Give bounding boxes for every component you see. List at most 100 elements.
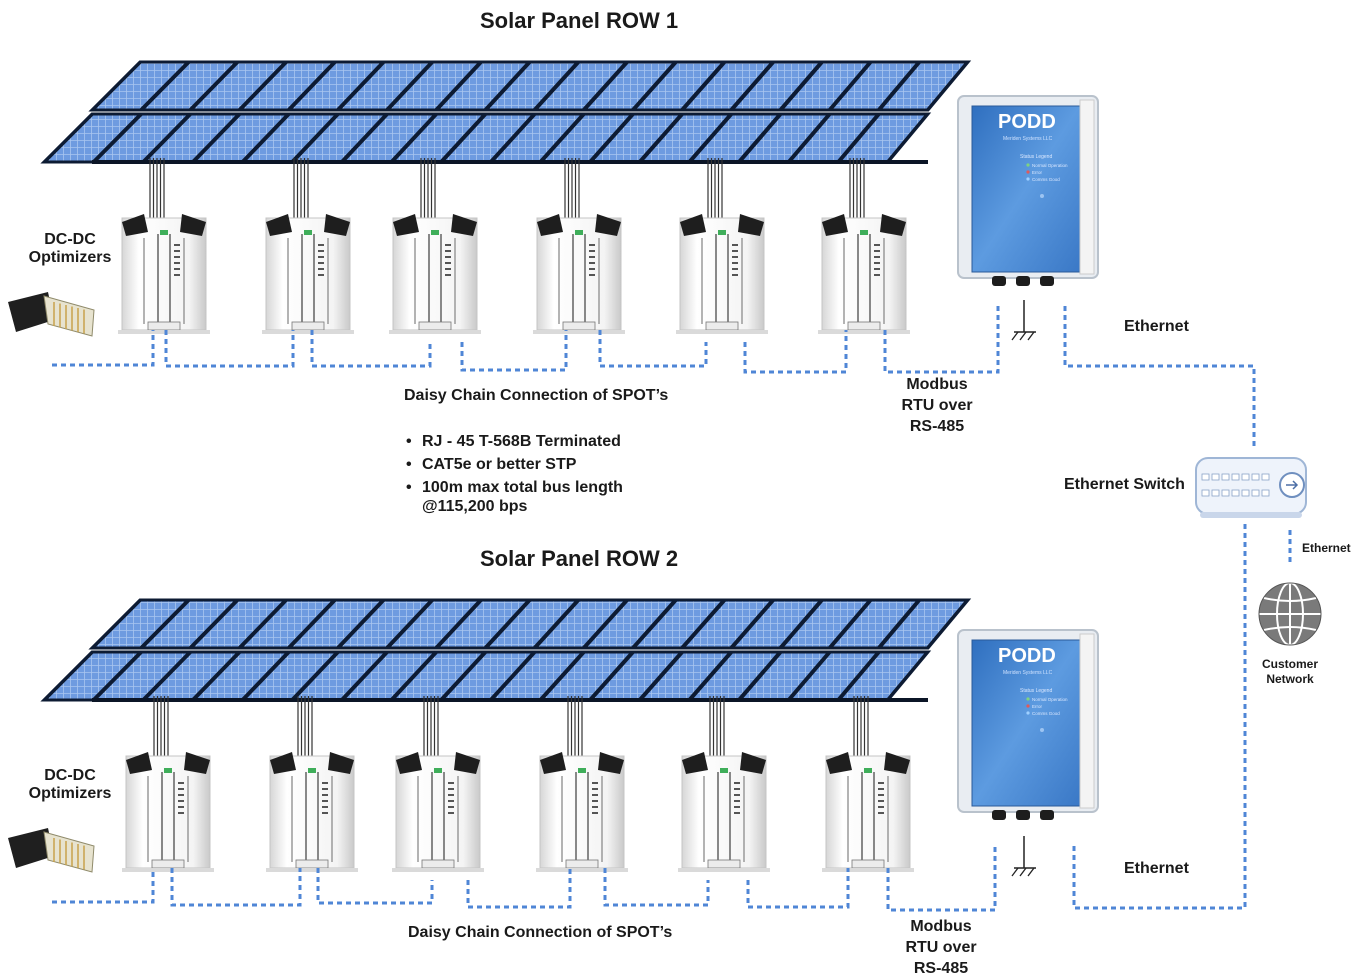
spec-baud-rate: @115,200 bps [422, 498, 528, 515]
rj45-port [562, 321, 596, 331]
legend-dot [1026, 163, 1030, 167]
connector-left [680, 214, 706, 236]
label-mark [592, 794, 598, 796]
modbus-cable [883, 306, 1000, 374]
globe-latitudes [1263, 597, 1317, 631]
label-mark [445, 256, 451, 258]
row-1-optimizers-label: DC-DC Optimizers [22, 231, 118, 267]
ground-hatch [1027, 867, 1035, 877]
label-mark [592, 788, 598, 790]
dc-dc-optimizer [392, 696, 484, 872]
optimizer-body [265, 217, 351, 331]
optimizer-body [395, 755, 481, 869]
label-mark [322, 812, 328, 814]
status-led [164, 768, 172, 773]
optimizer-base [392, 868, 484, 872]
modbus-line-3: RS-485 [913, 960, 969, 977]
modbus-line-1: Modbus [910, 918, 972, 935]
label-mark [445, 262, 451, 264]
label-mark [734, 806, 740, 808]
rj45-port [151, 859, 185, 869]
label-mark [322, 806, 328, 808]
legend-dot [1026, 177, 1030, 181]
row-2-ethernet-label: Ethernet [1124, 860, 1189, 877]
status-led [308, 768, 316, 773]
optimizer-body [536, 217, 622, 331]
status-led [718, 230, 726, 235]
switch-port [1241, 473, 1250, 481]
globe-icon [1258, 582, 1322, 646]
ground-hatch [1019, 867, 1027, 877]
legend-item: Error [1032, 170, 1043, 175]
label-mark [874, 250, 880, 252]
connector-left [266, 214, 292, 236]
optimizer-base [676, 330, 768, 334]
switch-port [1241, 489, 1250, 497]
connector-right [884, 752, 910, 774]
dc-dc-optimizer [818, 158, 910, 334]
connector-right [328, 752, 354, 774]
legend-item: Normal Operation [1032, 163, 1068, 168]
ethernet-switch [1195, 457, 1307, 518]
connector-right [184, 752, 210, 774]
customer-label-line-2: Network [1266, 672, 1314, 686]
optimizer-body [269, 755, 355, 869]
optimizer-body [539, 755, 625, 869]
optimizer-base [822, 868, 914, 872]
label-mark [589, 274, 595, 276]
plug-boot [8, 292, 54, 332]
label-mark [322, 782, 328, 784]
spec-item: RJ - 45 T-568B Terminated [406, 430, 623, 453]
row-1-ethernet-label: Ethernet [1124, 318, 1189, 335]
label-mark [732, 250, 738, 252]
dc-dc-optimizer [389, 158, 481, 334]
optimizer-base [536, 868, 628, 872]
spec-item: CAT5e or better STP [406, 453, 623, 476]
ground-symbol [1011, 836, 1036, 877]
connector-left [826, 752, 852, 774]
label-mark [878, 812, 884, 814]
label-mark [448, 782, 454, 784]
optimizer-body [392, 217, 478, 331]
arrow-icon [1286, 480, 1299, 490]
modbus-cable [886, 846, 997, 912]
rj45-plug-icon [8, 292, 95, 337]
label-mark [178, 794, 184, 796]
optimizer-base [389, 330, 481, 334]
status-led [575, 230, 583, 235]
connector-left [396, 752, 422, 774]
switch-port [1251, 473, 1260, 481]
label-mark [592, 800, 598, 802]
dc-dc-optimizer [266, 696, 358, 872]
daisy-chain-cable [603, 868, 710, 907]
connector-right [451, 214, 477, 236]
row-1-title: Solar Panel ROW 1 [480, 8, 679, 33]
optimizer-base [262, 330, 354, 334]
podd-maker: Meriden Systems LLC [1003, 136, 1053, 142]
legend-dot [1026, 697, 1030, 701]
label-mark [174, 274, 180, 276]
label-mark [445, 250, 451, 252]
ground-hatch [1019, 331, 1027, 341]
label-mark [874, 274, 880, 276]
label-mark [734, 812, 740, 814]
cable-gland [1016, 810, 1030, 820]
label-mark [318, 244, 324, 246]
legend-title: Status Legend [1020, 154, 1052, 160]
ground-hatch [1011, 867, 1019, 877]
rj45-port [291, 321, 325, 331]
connector-right [738, 214, 764, 236]
solar-panel-array [40, 598, 972, 702]
label-mark [318, 262, 324, 264]
optimizers-label-line-2: Optimizers [28, 785, 112, 802]
status-led [304, 230, 312, 235]
label-mark [589, 244, 595, 246]
cable-gland [992, 810, 1006, 820]
legend-title: Status Legend [1020, 688, 1052, 694]
ground-symbol [1011, 300, 1036, 341]
label-mark [322, 794, 328, 796]
modbus-line-1: Modbus [906, 376, 968, 393]
label-mark [448, 812, 454, 814]
